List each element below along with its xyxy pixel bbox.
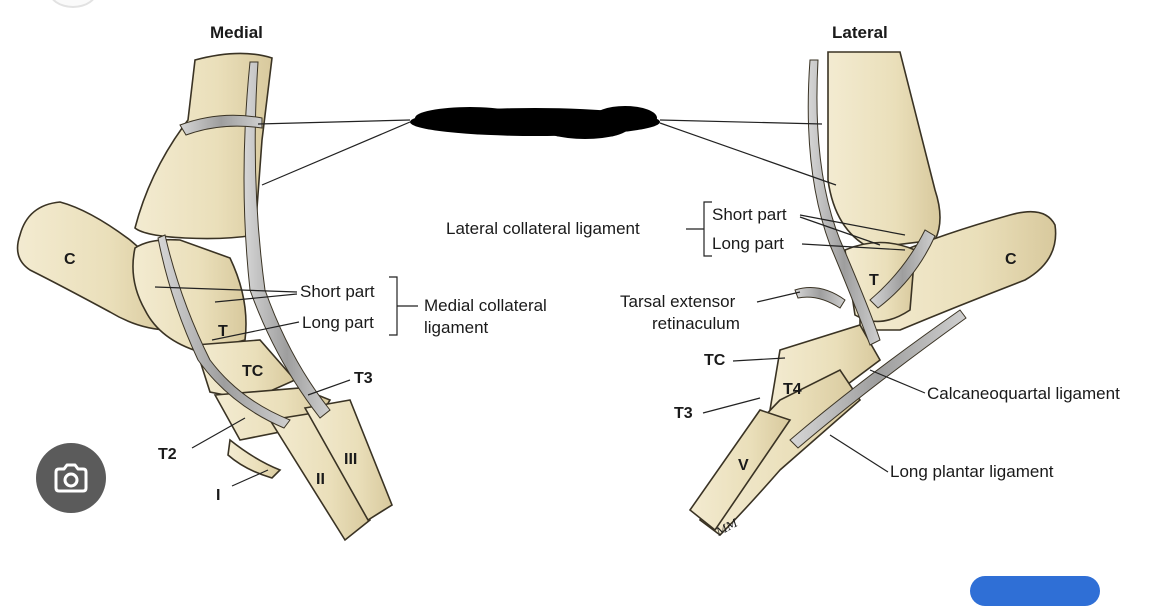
medial-heading: Medial	[210, 23, 263, 42]
medial-view	[16, 52, 393, 542]
lateral-short-part-label: Short part	[712, 205, 787, 224]
lens-camera-icon	[54, 463, 88, 493]
lateral-collateral-label: Lateral collateral ligament	[446, 219, 640, 238]
anatomy-illustration	[16, 51, 1057, 542]
medial-short-part-label: Short part	[300, 282, 375, 301]
lateral-tibia	[827, 51, 941, 249]
visual-search-button[interactable]	[36, 443, 106, 513]
medial-tibia	[134, 52, 273, 240]
retinaculum-label-line2: retinaculum	[652, 314, 740, 333]
medial-long-ligament-band	[243, 61, 331, 419]
long-plantar-label: Long plantar ligament	[890, 462, 1054, 481]
lateral-label-t: T	[869, 272, 879, 289]
lateral-label-tc: TC	[704, 352, 726, 369]
lateral-metatarsal-shaft	[688, 409, 792, 532]
medial-label-tc: TC	[242, 363, 264, 380]
lateral-calcaneoquartal-band	[869, 229, 936, 309]
redaction-scribble	[410, 106, 660, 139]
lateral-label-v: V	[738, 457, 749, 474]
medial-label-t2: T2	[158, 446, 177, 463]
medial-calcaneus	[16, 201, 171, 331]
medial-label-c: C	[64, 251, 76, 268]
lateral-label-c: C	[1005, 251, 1017, 268]
leader-lines	[154, 119, 926, 487]
medial-metatarsal-i	[227, 438, 282, 479]
medial-collateral-label-line2: ligament	[424, 318, 489, 337]
medial-label-iii: III	[344, 451, 358, 468]
medial-label-ii: II	[316, 471, 325, 488]
medial-oblique-ligament	[179, 114, 263, 136]
medial-label-t: T	[218, 323, 228, 340]
calcaneoquartal-label: Calcaneoquartal ligament	[927, 384, 1120, 403]
medial-short-ligament-band	[157, 234, 291, 429]
lateral-tarsal-block	[769, 324, 882, 411]
medial-collateral-label-line1: Medial collateral	[424, 296, 547, 315]
lateral-label-t4: T4	[783, 381, 802, 398]
medial-talus	[132, 238, 247, 353]
lateral-retinaculum-band	[794, 287, 846, 309]
lateral-long-plantar-band	[789, 309, 967, 449]
medial-metatarsal-iii	[303, 399, 393, 522]
lateral-long-part-label: Long part	[712, 234, 784, 253]
lateral-label-t3: T3	[674, 405, 693, 422]
medial-long-part-label: Long part	[302, 313, 374, 332]
bottom-right-action-button[interactable]	[970, 576, 1100, 606]
medial-label-i: I	[216, 487, 221, 504]
retinaculum-label-line1: Tarsal extensor	[620, 292, 736, 311]
lateral-collateral-band	[807, 59, 881, 346]
lateral-view	[688, 51, 1057, 537]
medial-label-t3: T3	[354, 370, 373, 387]
lateral-heading: Lateral	[832, 23, 888, 42]
anatomy-figure: Medial Lateral C T TC T3 T2 I II III Sho…	[16, 0, 1120, 606]
medial-metatarsal-ii	[268, 411, 371, 542]
